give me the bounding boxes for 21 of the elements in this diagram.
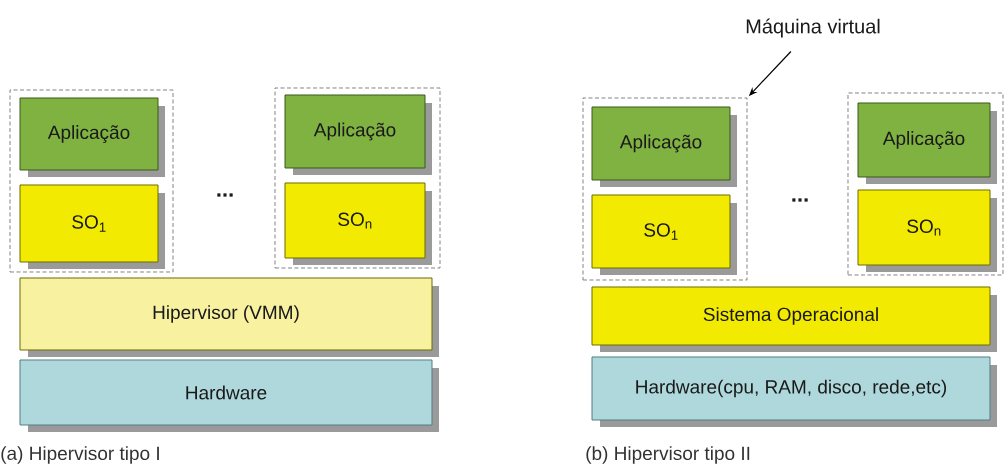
- virtual-machine-box: [9, 89, 174, 273]
- figure-caption: (b) Hipervisor tipo II: [586, 446, 750, 464]
- application-box: Aplicação: [19, 97, 165, 177]
- annotation-text: Máquina virtual: [746, 18, 880, 38]
- virtual-machine-box: [847, 92, 1004, 276]
- application-box: Aplicação: [284, 94, 432, 175]
- os-box: SO$_{1}$: [19, 184, 165, 269]
- application-box: Aplicação: [591, 106, 737, 187]
- figure-caption: (a) Hipervisor tipo I: [1, 446, 159, 464]
- os-layer: Sistema Operacional: [591, 286, 997, 352]
- os-box: SO$_{n}$: [857, 189, 997, 272]
- hardware-layer: Hardware(cpu, RAM, disco, rede,etc): [591, 356, 997, 427]
- ellipsis: ...: [792, 198, 808, 202]
- virtual-machine-box: [274, 87, 441, 269]
- os-box: SO$_{1}$: [591, 194, 737, 275]
- hypervisor-layer: Hipervisor (VMM): [19, 277, 439, 357]
- ellipsis: ...: [217, 193, 233, 197]
- virtual-machine-box: [582, 97, 748, 281]
- hardware-layer: Hardware: [19, 359, 439, 432]
- os-box: SO$_{n}$: [284, 182, 432, 265]
- application-box: Aplicação: [857, 102, 997, 184]
